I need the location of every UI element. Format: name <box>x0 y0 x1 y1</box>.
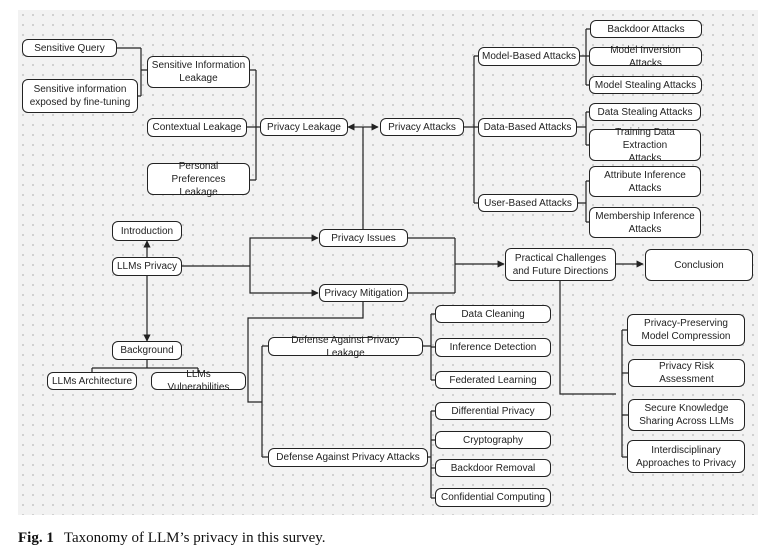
node-defense-privacy-attacks: Defense Against Privacy Attacks <box>268 448 428 467</box>
edge-data-children <box>577 111 589 146</box>
node-user-based-attacks: User-Based Attacks <box>478 194 578 212</box>
node-training-data-extraction-attacks: Training Data Extraction Attacks <box>589 127 701 164</box>
node-model-stealing-attacks: Model Stealing Attacks <box>589 76 702 94</box>
figure-caption-text: Taxonomy of LLM’s privacy in this survey… <box>63 530 326 546</box>
node-personal-preferences-leakage: Personal Preferences Leakage <box>147 161 250 198</box>
node-interdisciplinary-approaches: Interdisciplinary Approaches to Privacy <box>627 440 745 473</box>
edge-future-children <box>621 329 628 458</box>
node-attribute-inference-attacks: Attribute Inference Attacks <box>589 166 701 197</box>
node-defense-privacy-leakage: Defense Against Privacy Leakage <box>268 335 423 359</box>
node-data-based-attacks: Data-Based Attacks <box>478 118 577 137</box>
node-model-inversion-attacks: Model Inversion Attacks <box>589 45 702 69</box>
node-sensitive-fine-tuning: Sensitive information exposed by fine-tu… <box>22 79 138 113</box>
edge-attacks-children <box>464 55 478 204</box>
node-privacy-issues: Privacy Issues <box>319 229 408 247</box>
edge-main-mitigation <box>249 266 319 297</box>
node-introduction: Introduction <box>112 221 182 241</box>
edge-main-issues <box>249 234 319 266</box>
node-secure-knowledge-sharing: Secure Knowledge Sharing Across LLMs <box>628 399 745 431</box>
node-membership-inference-attacks: Membership Inference Attacks <box>589 207 701 238</box>
node-data-cleaning: Data Cleaning <box>435 305 551 323</box>
edge-background-children <box>91 360 199 372</box>
node-inference-detection: Inference Detection <box>435 338 551 357</box>
edge-merge-practical <box>454 238 504 293</box>
figure-caption: Fig. 1 Taxonomy of LLM’s privacy in this … <box>18 530 326 547</box>
node-backdoor-attacks: Backdoor Attacks <box>590 20 702 38</box>
node-conclusion: Conclusion <box>645 249 753 281</box>
node-model-based-attacks: Model-Based Attacks <box>478 47 580 66</box>
edge-user-children <box>578 180 589 223</box>
node-llms-privacy: LLMs Privacy <box>112 257 182 276</box>
node-privacy-preserving-compression: Privacy-Preserving Model Compression <box>627 314 745 346</box>
node-confidential-computing: Confidential Computing <box>435 488 551 507</box>
edge-sensitive-children <box>117 47 147 97</box>
edge-practical-down <box>559 279 616 395</box>
node-llms-vulnerabilities: LLMs Vulnerabilities <box>151 369 246 393</box>
edge-defense-split <box>261 345 268 458</box>
node-llms-architecture: LLMs Architecture <box>47 372 137 390</box>
node-privacy-risk-assessment: Privacy Risk Assessment <box>628 359 745 387</box>
node-privacy-leakage: Privacy Leakage <box>260 118 348 136</box>
node-differential-privacy: Differential Privacy <box>435 402 551 420</box>
edge-leakage-children <box>247 69 260 181</box>
node-cryptography: Cryptography <box>435 431 551 449</box>
node-sensitive-information-leakage: Sensitive Information Leakage <box>147 56 250 88</box>
node-background: Background <box>112 341 182 360</box>
node-backdoor-removal: Backdoor Removal <box>435 459 551 477</box>
edge-mitigation-down <box>247 302 364 403</box>
node-privacy-mitigation: Privacy Mitigation <box>319 284 408 302</box>
figure-caption-label: Fig. 1 <box>18 530 54 546</box>
node-privacy-attacks: Privacy Attacks <box>380 118 464 136</box>
node-sensitive-query: Sensitive Query <box>22 39 117 57</box>
node-contextual-leakage: Contextual Leakage <box>147 118 247 137</box>
node-data-stealing-attacks: Data Stealing Attacks <box>589 103 701 121</box>
node-practical-challenges: Practical Challenges and Future Directio… <box>505 248 616 281</box>
edge-defense-leakage-children <box>423 313 435 381</box>
edge-defense-attacks-children <box>428 410 435 499</box>
edge-model-children <box>580 28 590 86</box>
node-federated-learning: Federated Learning <box>435 371 551 389</box>
